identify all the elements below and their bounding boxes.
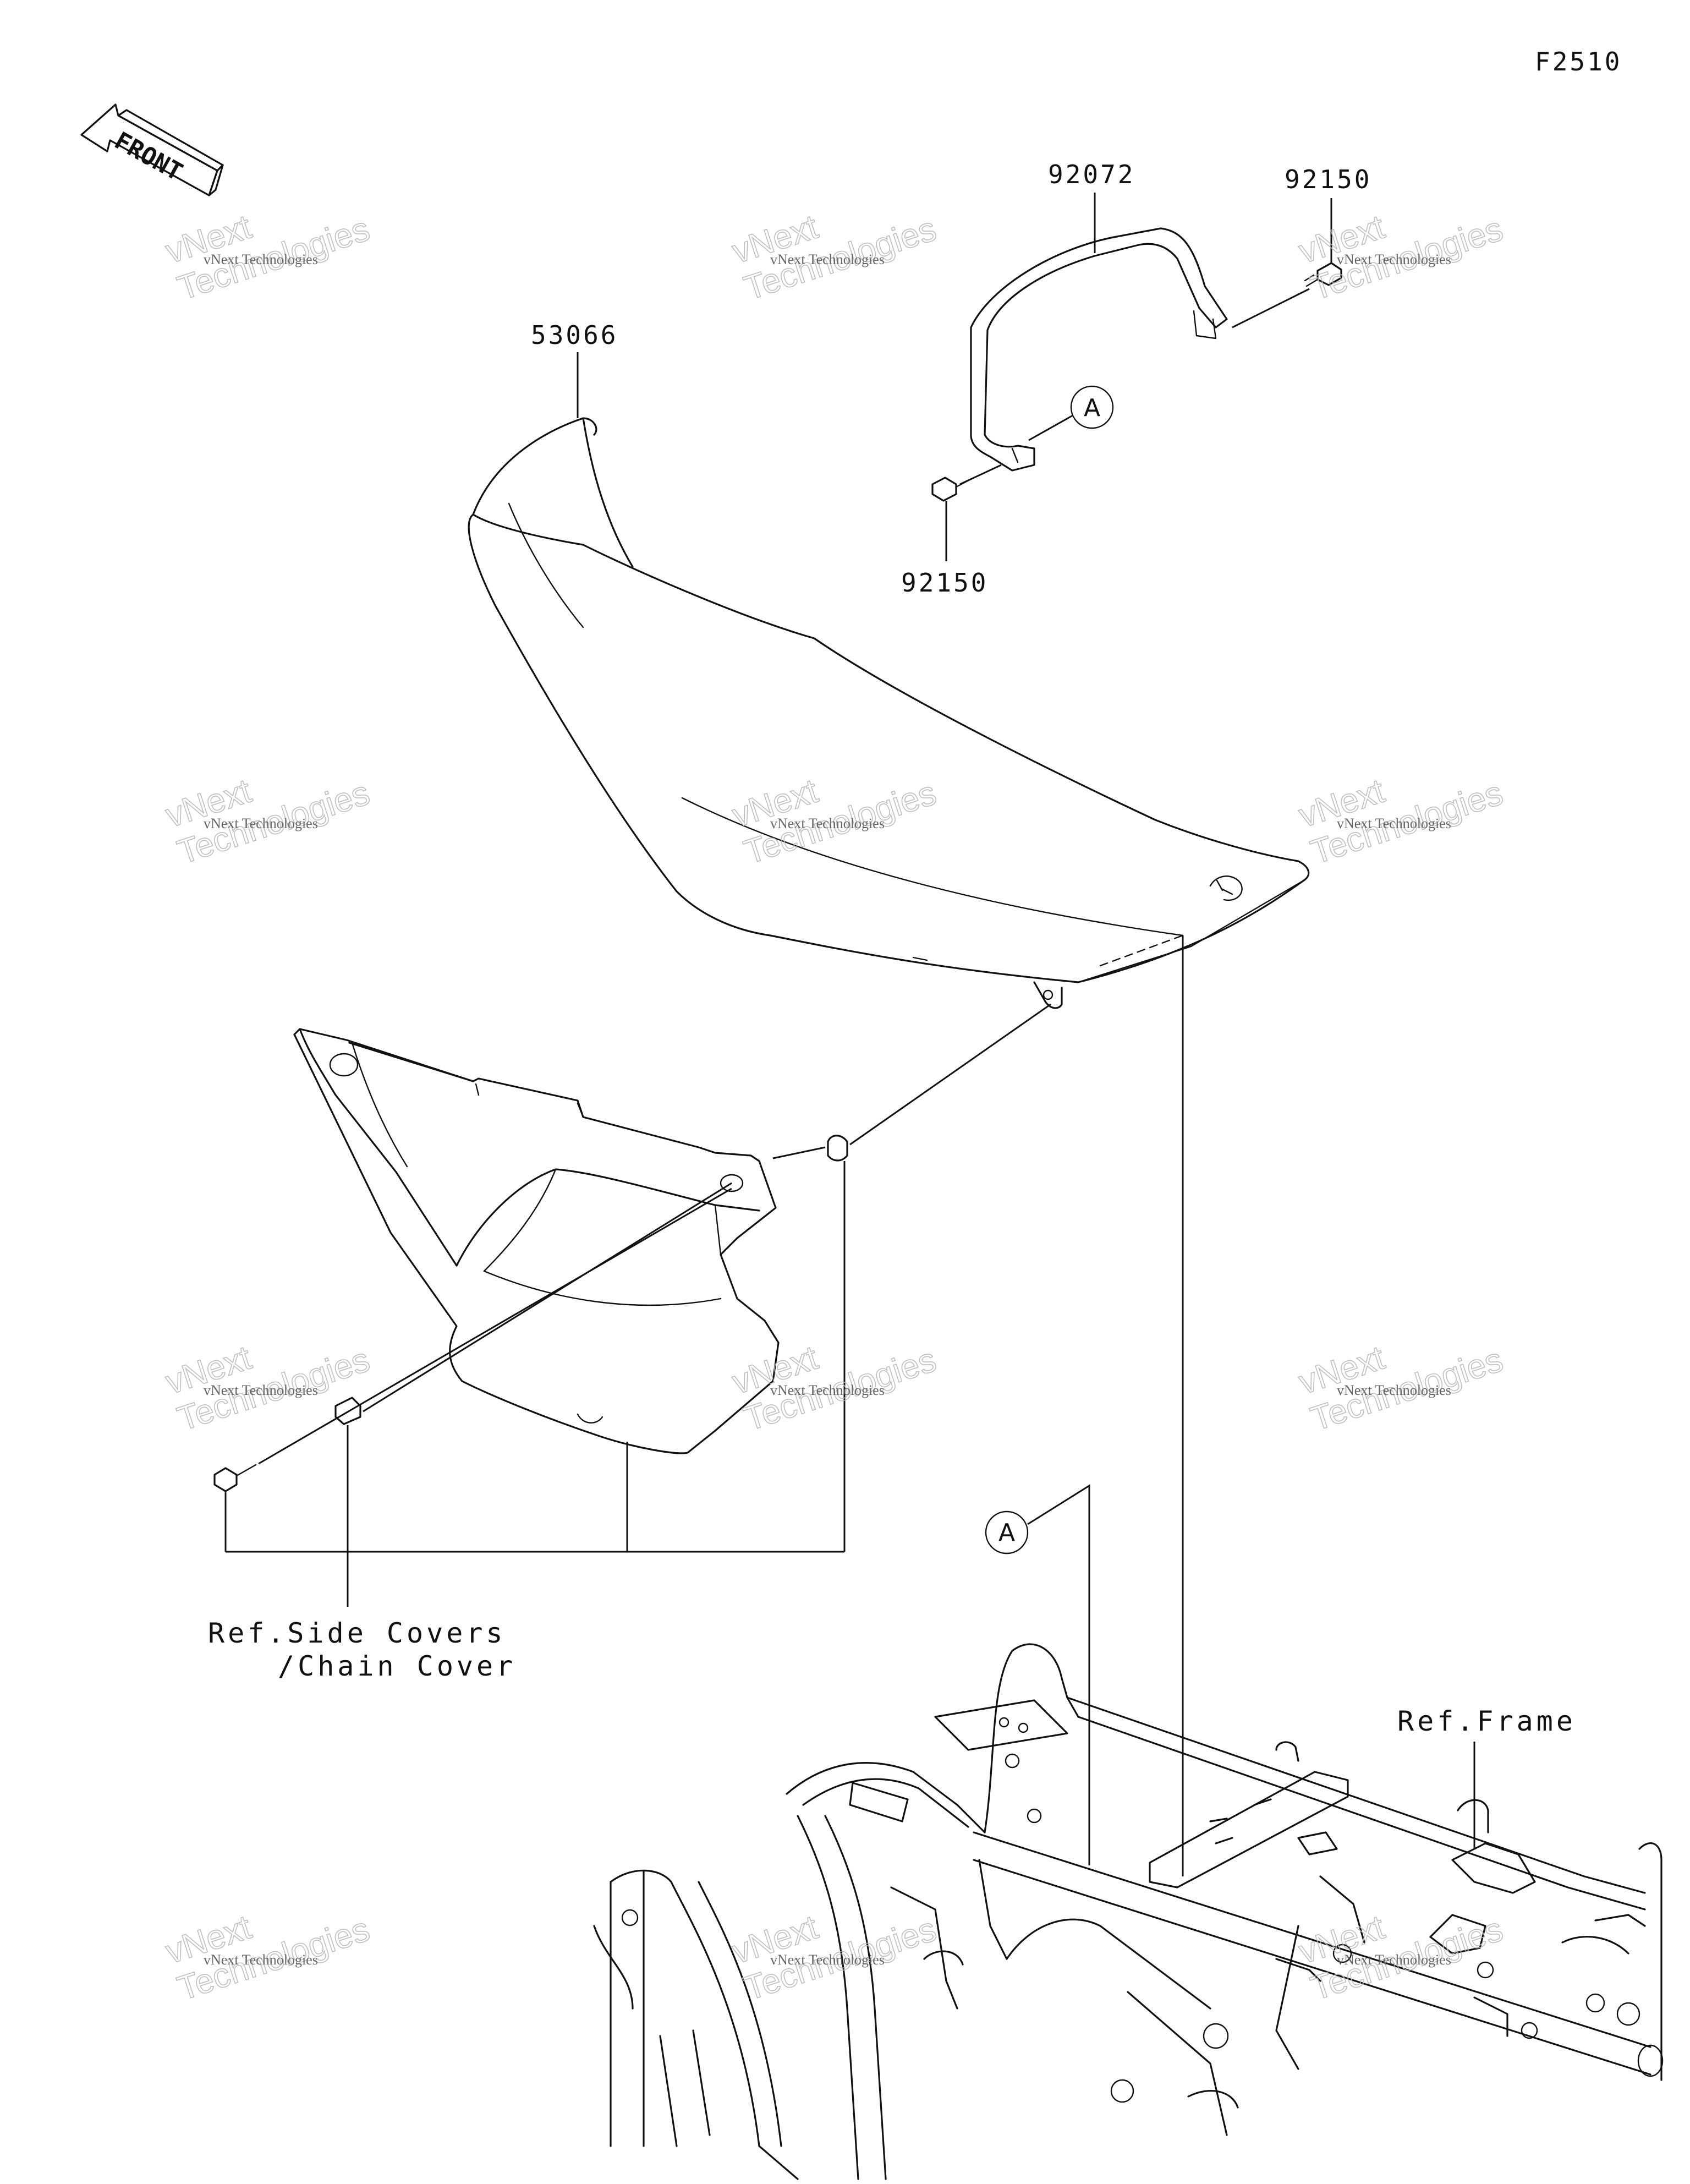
leader-line-bolt-to-strap [1232, 288, 1310, 329]
watermark: vNext Technologies vNext Technologies [1294, 1908, 1508, 2008]
part-number-seat: 53066 [531, 320, 618, 350]
side-cover-part [293, 1028, 780, 1454]
frame-part [593, 1643, 1664, 2180]
svg-text:vNext Technologies: vNext Technologies [204, 1952, 318, 1968]
leader-line-bolt-lower [959, 464, 1002, 485]
watermark: vNext Technologies vNext Technologies [727, 1338, 941, 1439]
part-number-bolt-lower: 92150 [901, 568, 988, 598]
grommet-side-cover-part [334, 1397, 361, 1425]
ref-side-covers-label-line2: /Chain Cover [278, 1650, 516, 1682]
svg-text:vNext Technologies: vNext Technologies [770, 1382, 885, 1398]
watermark: vNext Technologies vNext Technologies [1294, 771, 1508, 872]
watermark: vNext Technologies vNext Technologies [727, 1908, 941, 2008]
leader-line-callout-a-upper [1028, 414, 1073, 441]
seat-strap-part [970, 227, 1228, 472]
part-number-strap: 92072 [1048, 160, 1135, 189]
part-number-bolt-upper-right: 92150 [1285, 165, 1371, 194]
watermark: vNext Technologies vNext Technologies [161, 207, 375, 308]
svg-text:vNext Technologies: vNext Technologies [1337, 251, 1451, 267]
grommet-part [827, 1135, 848, 1162]
svg-text:vNext Technologies: vNext Technologies [770, 1952, 885, 1968]
front-arrow-label: FRONT [110, 127, 188, 187]
callout-a-upper: A [1070, 385, 1114, 429]
bolt-side-cover-part [213, 1464, 257, 1492]
watermark: vNext Technologies vNext Technologies [161, 771, 375, 872]
svg-text:vNext Technologies: vNext Technologies [770, 251, 885, 267]
front-direction-arrow-icon: FRONT [80, 103, 224, 196]
figure-code: F2510 [1535, 47, 1622, 76]
svg-text:vNext Technologies: vNext Technologies [1337, 815, 1451, 831]
seat-part [468, 417, 1310, 1009]
watermark: vNext Technologies vNext Technologies [1294, 1338, 1508, 1439]
leader-line-callout-a-lower [1027, 1484, 1090, 1865]
svg-text:vNext Technologies: vNext Technologies [204, 251, 318, 267]
svg-text:vNext Technologies: vNext Technologies [1337, 1952, 1451, 1968]
watermark-grid: vNext Technologies vNext Technologies vN… [161, 207, 1508, 2008]
ref-frame-label: Ref.Frame [1397, 1705, 1576, 1737]
watermark: vNext Technologies vNext Technologies [161, 1908, 375, 2008]
watermark: vNext Technologies vNext Technologies [727, 771, 941, 872]
svg-text:vNext Technologies: vNext Technologies [204, 1382, 318, 1398]
ref-side-covers-label-line1: Ref.Side Covers [208, 1617, 506, 1649]
svg-text:vNext Technologies: vNext Technologies [770, 815, 885, 831]
callout-a-upper-letter: A [1084, 394, 1100, 422]
watermark: vNext Technologies vNext Technologies [727, 207, 941, 308]
side-cover-leader-lines [224, 1003, 1051, 1607]
callout-a-lower-letter: A [998, 1519, 1015, 1547]
svg-text:vNext Technologies: vNext Technologies [204, 815, 318, 831]
svg-text:vNext Technologies: vNext Technologies [1337, 1382, 1451, 1398]
callout-a-lower: A [985, 1510, 1029, 1554]
watermark: vNext Technologies vNext Technologies [1294, 207, 1508, 308]
